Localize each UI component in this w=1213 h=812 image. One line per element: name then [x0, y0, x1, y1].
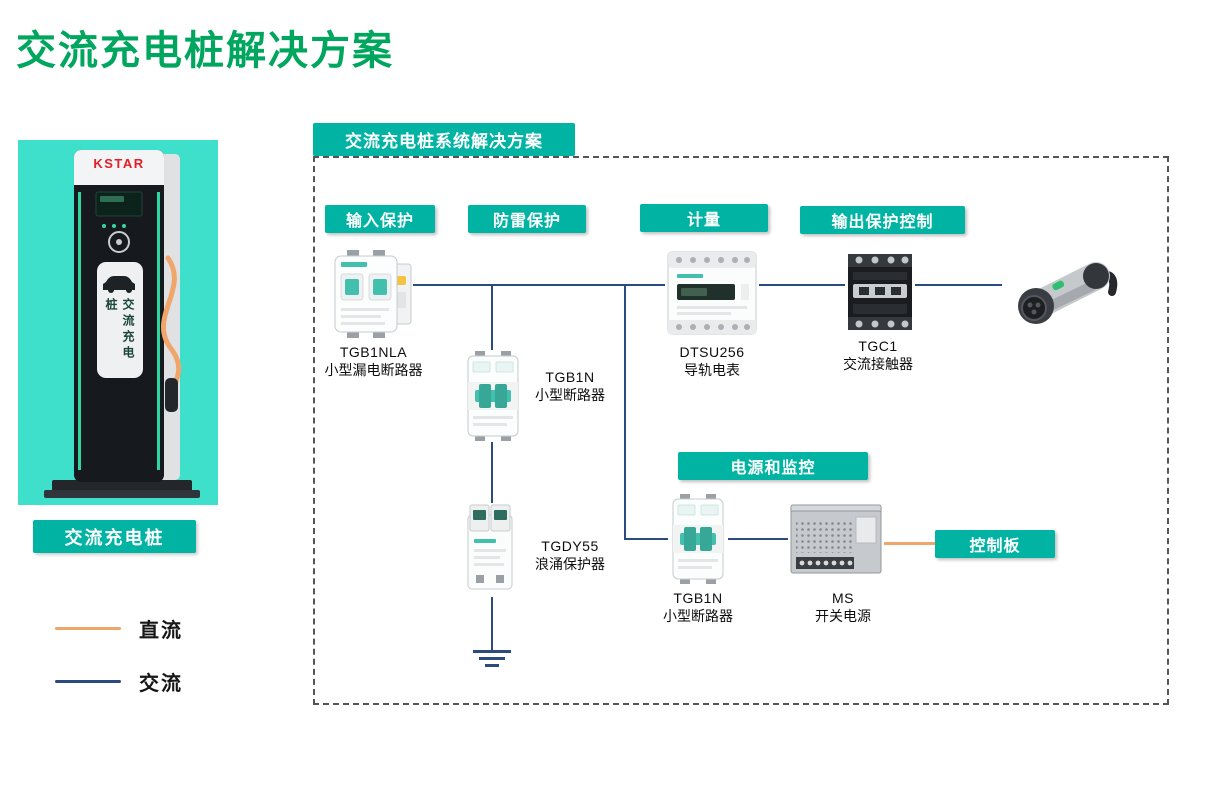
badge-output-protection-control: 输出保护控制 — [800, 206, 965, 234]
badge-lightning-protection: 防雷保护 — [468, 205, 586, 233]
power-supply-desc: 开关电源 — [815, 608, 871, 624]
device-brand: KSTAR — [93, 156, 145, 171]
ground-bar-1 — [473, 650, 511, 653]
wire-ac-bus-2 — [759, 284, 845, 286]
breaker-bottom-model: TGB1N — [673, 590, 723, 606]
wire-ac-bus-1 — [413, 284, 665, 286]
device-vertical-label: 交流充电桩 — [104, 298, 135, 362]
charging-pile-caption: 交流充电桩 — [33, 520, 196, 553]
charging-pile-illustration — [44, 150, 200, 498]
breaker-bottom-desc: 小型断路器 — [663, 608, 733, 624]
leakage-breaker-illustration — [333, 248, 413, 345]
breaker-icon — [467, 351, 519, 441]
wire-ac-drop-breaker — [491, 284, 493, 350]
breaker-top-illustration — [463, 350, 523, 447]
wire-ac-to-breaker2 — [624, 538, 668, 540]
breaker-bottom-illustration — [668, 493, 728, 590]
surge-protector-icon — [467, 504, 513, 590]
badge-control-board: 控制板 — [935, 530, 1055, 558]
contactor-desc: 交流接触器 — [843, 356, 913, 372]
wire-ac-breaker2-psu — [728, 538, 788, 540]
badge-metering: 计量 — [640, 204, 768, 232]
label-power-supply: MS 开关电源 — [793, 589, 893, 625]
page-title: 交流充电桩解决方案 — [16, 29, 394, 73]
wire-ac-surge-ground — [491, 597, 493, 650]
badge-input-protection: 输入保护 — [325, 205, 435, 233]
legend-ac: 交流 — [55, 669, 183, 695]
label-contactor: TGC1 交流接触器 — [828, 337, 928, 373]
charging-pile-photo: KSTAR 交流充电桩 — [18, 140, 218, 505]
power-supply-model: MS — [832, 590, 854, 606]
ac-line-sample — [55, 679, 121, 683]
power-supply-icon — [790, 504, 882, 574]
power-supply-illustration — [788, 503, 884, 584]
meter-model: DTSU256 — [679, 344, 745, 360]
label-meter: DTSU256 导轨电表 — [658, 343, 766, 379]
wire-dc-psu-control-board — [884, 542, 935, 545]
label-breaker-bottom: TGB1N 小型断路器 — [648, 589, 748, 625]
wire-ac-bus-3 — [915, 284, 1002, 286]
label-surge-protector: TGDY55 浪涌保护器 — [524, 537, 616, 573]
leakage-breaker-model: TGB1NLA — [339, 344, 408, 360]
meter-desc: 导轨电表 — [684, 362, 740, 378]
diagram-title-badge: 交流充电桩系统解决方案 — [313, 123, 575, 156]
leakage-breaker-desc: 小型漏电断路器 — [324, 362, 423, 378]
legend-dc-label: 直流 — [139, 619, 183, 642]
breaker-icon — [672, 494, 724, 584]
ground-bar-2 — [479, 657, 505, 660]
surge-protector-illustration — [462, 503, 518, 602]
label-breaker-top: TGB1N 小型断路器 — [524, 368, 616, 404]
contactor-icon — [848, 254, 912, 330]
breaker-top-model: TGB1N — [545, 369, 595, 385]
legend-dc: 直流 — [55, 616, 183, 642]
charging-gun-icon — [1018, 262, 1118, 324]
badge-power-and-monitoring: 电源和监控 — [678, 452, 868, 480]
charging-gun-illustration — [1000, 248, 1120, 341]
surge-protector-model: TGDY55 — [541, 538, 599, 554]
contactor-model: TGC1 — [858, 338, 898, 354]
contactor-illustration — [845, 252, 915, 337]
breaker-top-desc: 小型断路器 — [535, 387, 605, 403]
legend-ac-label: 交流 — [139, 672, 183, 695]
wire-ac-breaker-surge — [491, 442, 493, 503]
label-leakage-breaker: TGB1NLA 小型漏电断路器 — [316, 343, 431, 379]
energy-meter-illustration — [665, 246, 759, 345]
ground-bar-3 — [485, 664, 499, 667]
solution-diagram-panel — [313, 156, 1169, 705]
surge-protector-desc: 浪涌保护器 — [535, 556, 605, 572]
dc-line-sample — [55, 626, 121, 630]
energy-meter-icon — [667, 251, 757, 335]
wire-ac-drop-power — [624, 284, 626, 540]
leakage-breaker-icon — [334, 250, 412, 338]
